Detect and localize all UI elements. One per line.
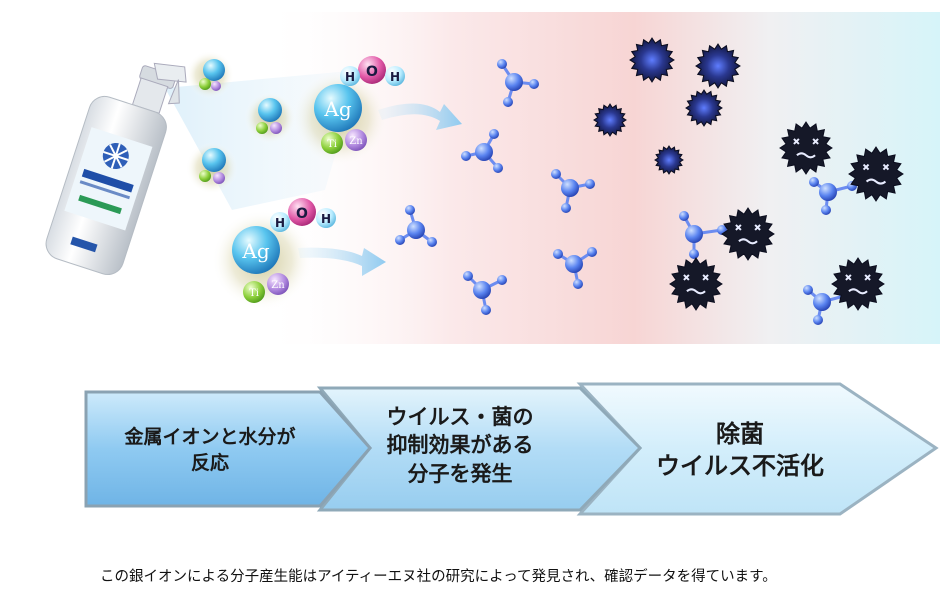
active-molecule	[497, 59, 539, 107]
step-2-label: ウイルス・菌の 抑制効果がある 分子を発生	[340, 403, 580, 488]
small-ion-cluster	[186, 51, 234, 99]
step-2-line: 抑制効果がある	[386, 433, 534, 458]
svg-text:Zn: Zn	[349, 136, 363, 147]
active-molecule	[809, 177, 857, 215]
water-molecule-lower: O H H	[270, 198, 336, 232]
water-molecule-upper: O H H	[340, 56, 405, 86]
virus-particle	[629, 37, 675, 83]
snowflake-logo	[102, 142, 129, 169]
virus-layer	[593, 37, 904, 311]
virus-particle	[593, 103, 627, 137]
step-3-label: 除菌 ウイルス不活化	[605, 418, 875, 483]
ag-ion-cluster-lower: Ag Ti Zn	[212, 210, 312, 310]
svg-text:Ti: Ti	[249, 288, 259, 299]
damaged-virus	[848, 146, 904, 202]
small-ion-cluster	[244, 92, 296, 144]
active-molecule	[463, 271, 507, 315]
active-molecule	[395, 205, 437, 247]
svg-text:H: H	[345, 70, 355, 84]
step-1-arrow	[84, 390, 372, 508]
virus-particle	[654, 145, 684, 175]
active-molecule	[551, 169, 595, 213]
svg-text:Zn: Zn	[271, 280, 285, 291]
small-ion-cluster	[186, 142, 238, 194]
spray-bottle	[45, 62, 187, 276]
step-2-line: ウイルス・菌の	[386, 405, 534, 429]
step-1-label: 金属イオンと水分が 反応	[95, 425, 325, 476]
footnote: この銀イオンによる分子産生能はアイティーエヌ社の研究によって発見され、確認データ…	[100, 569, 777, 585]
damaged-virus	[721, 207, 775, 261]
damaged-virus	[779, 121, 833, 175]
step-3-line: 除菌	[716, 420, 764, 448]
svg-text:O: O	[296, 206, 308, 222]
svg-text:H: H	[275, 216, 285, 230]
process-steps	[84, 382, 939, 516]
damaged-virus	[669, 257, 723, 311]
svg-text:Ag: Ag	[323, 97, 351, 121]
svg-text:Ti: Ti	[327, 139, 337, 150]
step-3-line: ウイルス不活化	[656, 452, 824, 481]
active-molecule	[461, 129, 503, 173]
virus-particle	[685, 89, 723, 127]
step-2-line: 分子を発生	[407, 461, 513, 486]
active-molecule	[553, 247, 597, 289]
svg-text:H: H	[390, 70, 400, 84]
virus-particle	[695, 43, 741, 89]
active-molecule	[679, 211, 727, 259]
reaction-arrow-lower	[298, 247, 386, 276]
svg-text:O: O	[366, 64, 378, 80]
step-1-line: 金属イオンと水分が	[124, 426, 296, 448]
svg-text:Ag: Ag	[241, 239, 269, 263]
damaged-virus	[831, 257, 885, 311]
ag-ion-cluster-upper: Ag Ti Zn	[292, 70, 388, 166]
reaction-arrow-upper	[378, 103, 462, 130]
step-1-line: 反応	[190, 451, 229, 474]
svg-text:H: H	[321, 212, 331, 226]
illustration-scene: Ag Ti Zn O H H Ag Ti Zn O H H	[45, 12, 940, 344]
